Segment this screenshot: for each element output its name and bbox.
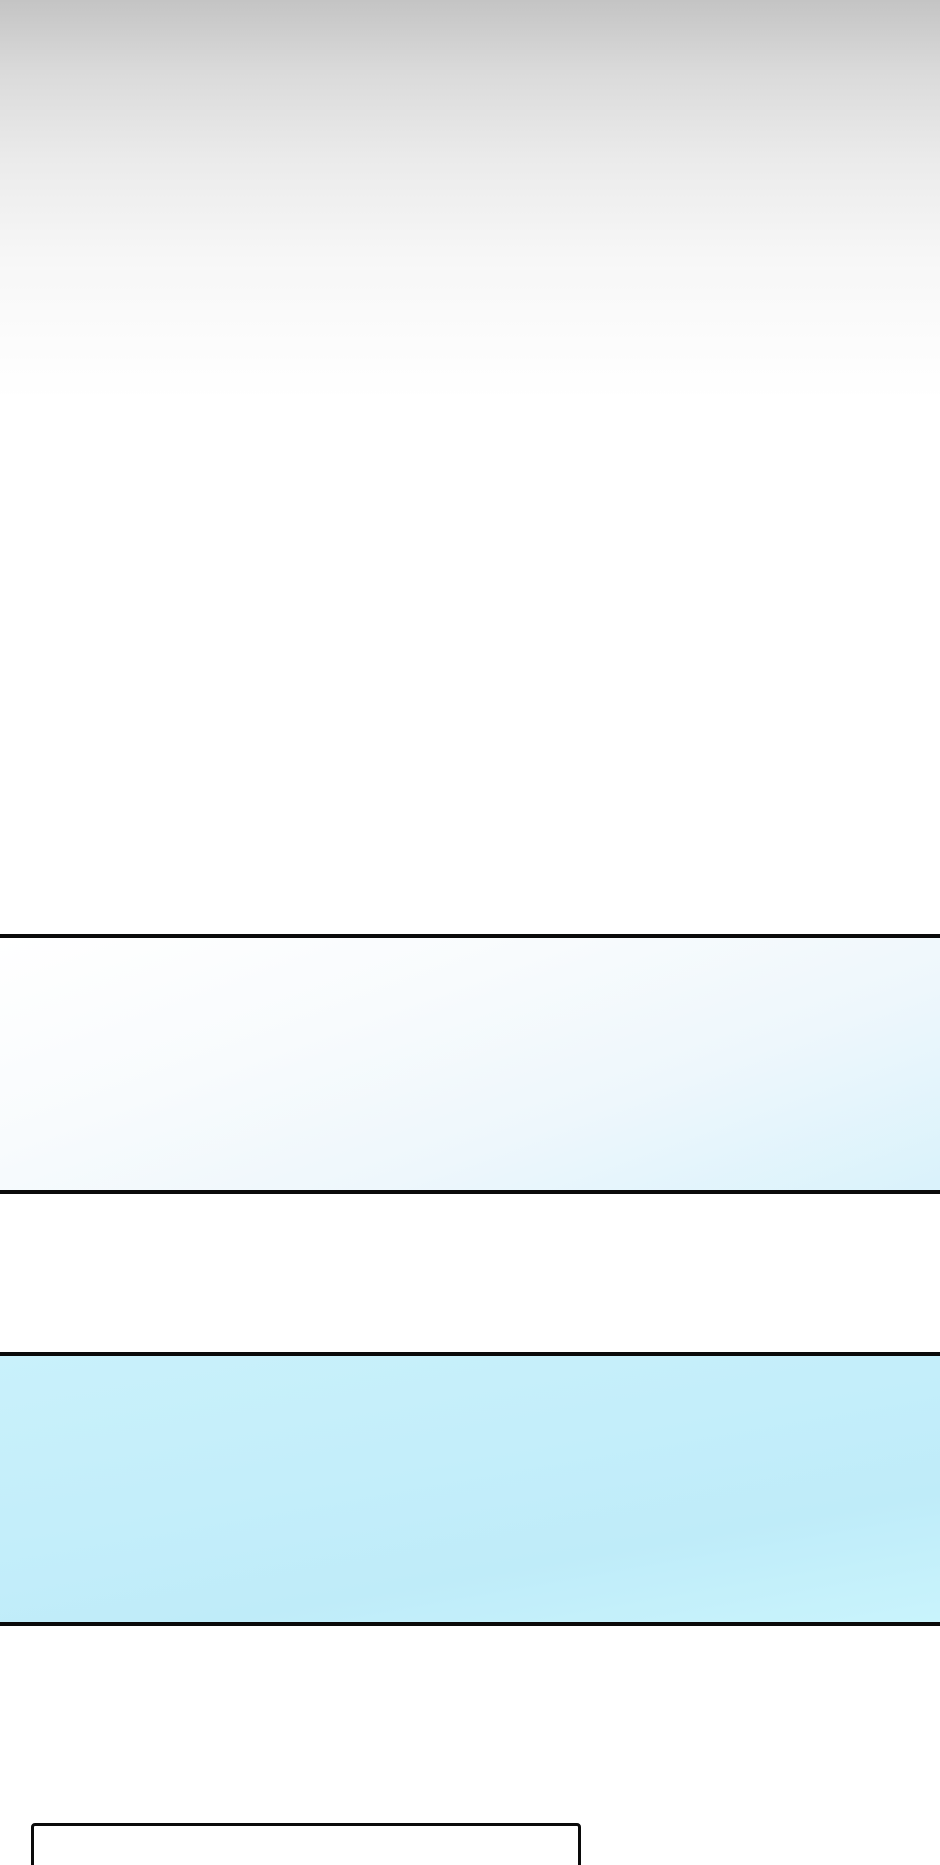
panel-bottom-outline xyxy=(31,1823,581,1865)
panel-light-gradient xyxy=(0,934,940,1194)
top-gray-gradient xyxy=(0,0,940,400)
panel-cyan xyxy=(0,1352,940,1626)
